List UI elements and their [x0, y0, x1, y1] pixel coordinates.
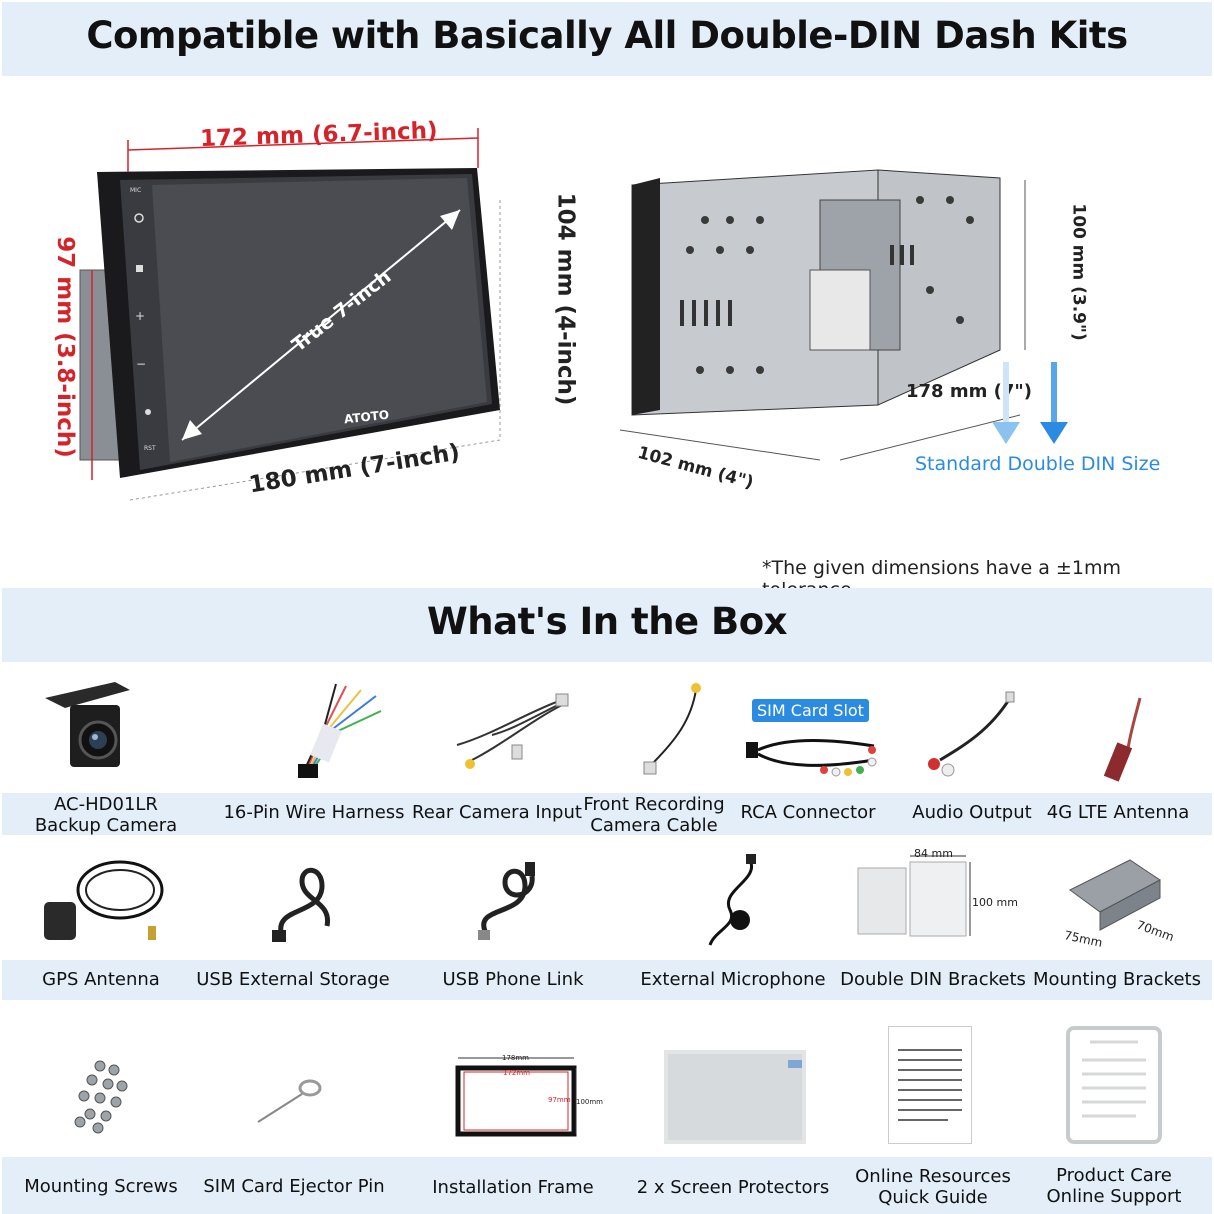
svg-text:−: −: [136, 357, 146, 371]
dimension-chassis-width: 178 mm (7"): [906, 381, 1032, 402]
frame-inner-width: 172mm: [503, 1069, 530, 1077]
dimension-height-right: 104 mm (4-inch): [552, 192, 579, 406]
label-usb-storage: USB External Storage: [196, 969, 390, 990]
home-icon: [136, 265, 143, 272]
label-mounting-brackets: Mounting Brackets: [1033, 969, 1201, 990]
label-online-support: Online Support: [1046, 1186, 1182, 1207]
mounting-screws-icon: [74, 1060, 128, 1134]
bracket-width-label: 84 mm: [914, 847, 953, 860]
quick-guide-icon: [888, 1026, 972, 1144]
head-unit-diagram: + − MIC RST: [79, 128, 501, 501]
gps-antenna-icon: [44, 860, 164, 940]
sim-card-slot-badge: SIM Card Slot: [752, 699, 869, 722]
svg-text:MIC: MIC: [130, 187, 141, 194]
rca-connector-icon: [746, 738, 877, 777]
label-sim-ejector-pin: SIM Card Ejector Pin: [203, 1176, 385, 1197]
row2-label-band: [2, 960, 1212, 1000]
product-care-icon: [1066, 1026, 1162, 1144]
external-microphone-icon: [708, 854, 756, 946]
label-rca-connector: RCA Connector: [740, 802, 876, 823]
rear-camera-input-icon: [456, 693, 569, 769]
box-header-band: [2, 588, 1212, 662]
power-icon: [134, 213, 144, 223]
row3-label-band: [2, 1157, 1212, 1214]
label-audio-output: Audio Output: [912, 802, 1032, 823]
sim-ejector-pin-icon: [257, 1079, 322, 1123]
label-backup-camera-model: AC-HD01LR: [54, 794, 158, 815]
label-wire-harness: 16-Pin Wire Harness: [223, 802, 405, 823]
screen-protectors-icon: [664, 1050, 806, 1144]
label-double-din-brackets: Double DIN Brackets: [840, 969, 1026, 990]
dimension-chassis-height: 100 mm (3.9"): [1068, 203, 1089, 341]
row1-label-band: [2, 793, 1212, 835]
chassis-diagram: [619, 169, 1026, 461]
frame-inner-height: 97mm: [548, 1096, 571, 1104]
audio-output-icon: [928, 691, 1015, 777]
usb-phone-link-icon: [478, 862, 535, 940]
mic-icon: [145, 409, 151, 415]
svg-text:RST: RST: [144, 445, 156, 452]
label-screen-protectors: 2 x Screen Protectors: [636, 1177, 830, 1198]
label-camera-cable: Camera Cable: [590, 815, 718, 836]
label-gps-antenna: GPS Antenna: [42, 969, 160, 990]
frame-outer-height: 100mm: [576, 1098, 603, 1106]
svg-text:+: +: [135, 309, 145, 323]
double-din-brackets-icon: [857, 855, 971, 937]
mounting-brackets-icon: [1069, 859, 1161, 931]
label-rear-camera-input: Rear Camera Input: [412, 802, 582, 823]
label-external-microphone: External Microphone: [640, 969, 826, 990]
lte-antenna-icon: [1103, 697, 1142, 782]
standard-din-label: Standard Double DIN Size: [915, 453, 1161, 475]
label-product-care: Product Care: [1056, 1165, 1172, 1186]
label-backup-camera: Backup Camera: [34, 815, 178, 836]
page-title: Compatible with Basically All Double-DIN…: [86, 14, 1128, 57]
label-quick-guide: Quick Guide: [878, 1187, 988, 1208]
header-band: [2, 2, 1212, 76]
down-arrows-icon: [992, 362, 1068, 444]
label-online-resources: Online Resources: [855, 1166, 1011, 1187]
label-front-recording: Front Recording: [583, 794, 725, 815]
label-usb-phone-link: USB Phone Link: [442, 969, 584, 990]
box-title: What's In the Box: [426, 600, 788, 643]
installation-frame-icon: [455, 1057, 577, 1137]
frame-outer-width: 178mm: [502, 1054, 529, 1062]
bracket-height-label: 100 mm: [972, 896, 1018, 909]
backup-camera-icon: [45, 682, 130, 767]
label-mounting-screws: Mounting Screws: [24, 1176, 178, 1197]
label-lte-antenna: 4G LTE Antenna: [1046, 802, 1190, 823]
usb-storage-icon: [272, 867, 330, 942]
label-installation-frame: Installation Frame: [432, 1177, 594, 1198]
wire-harness-icon: [298, 683, 382, 778]
front-camera-cable-icon: [643, 683, 701, 775]
dimension-height-left: 97 mm (3.8-inch): [51, 236, 78, 458]
